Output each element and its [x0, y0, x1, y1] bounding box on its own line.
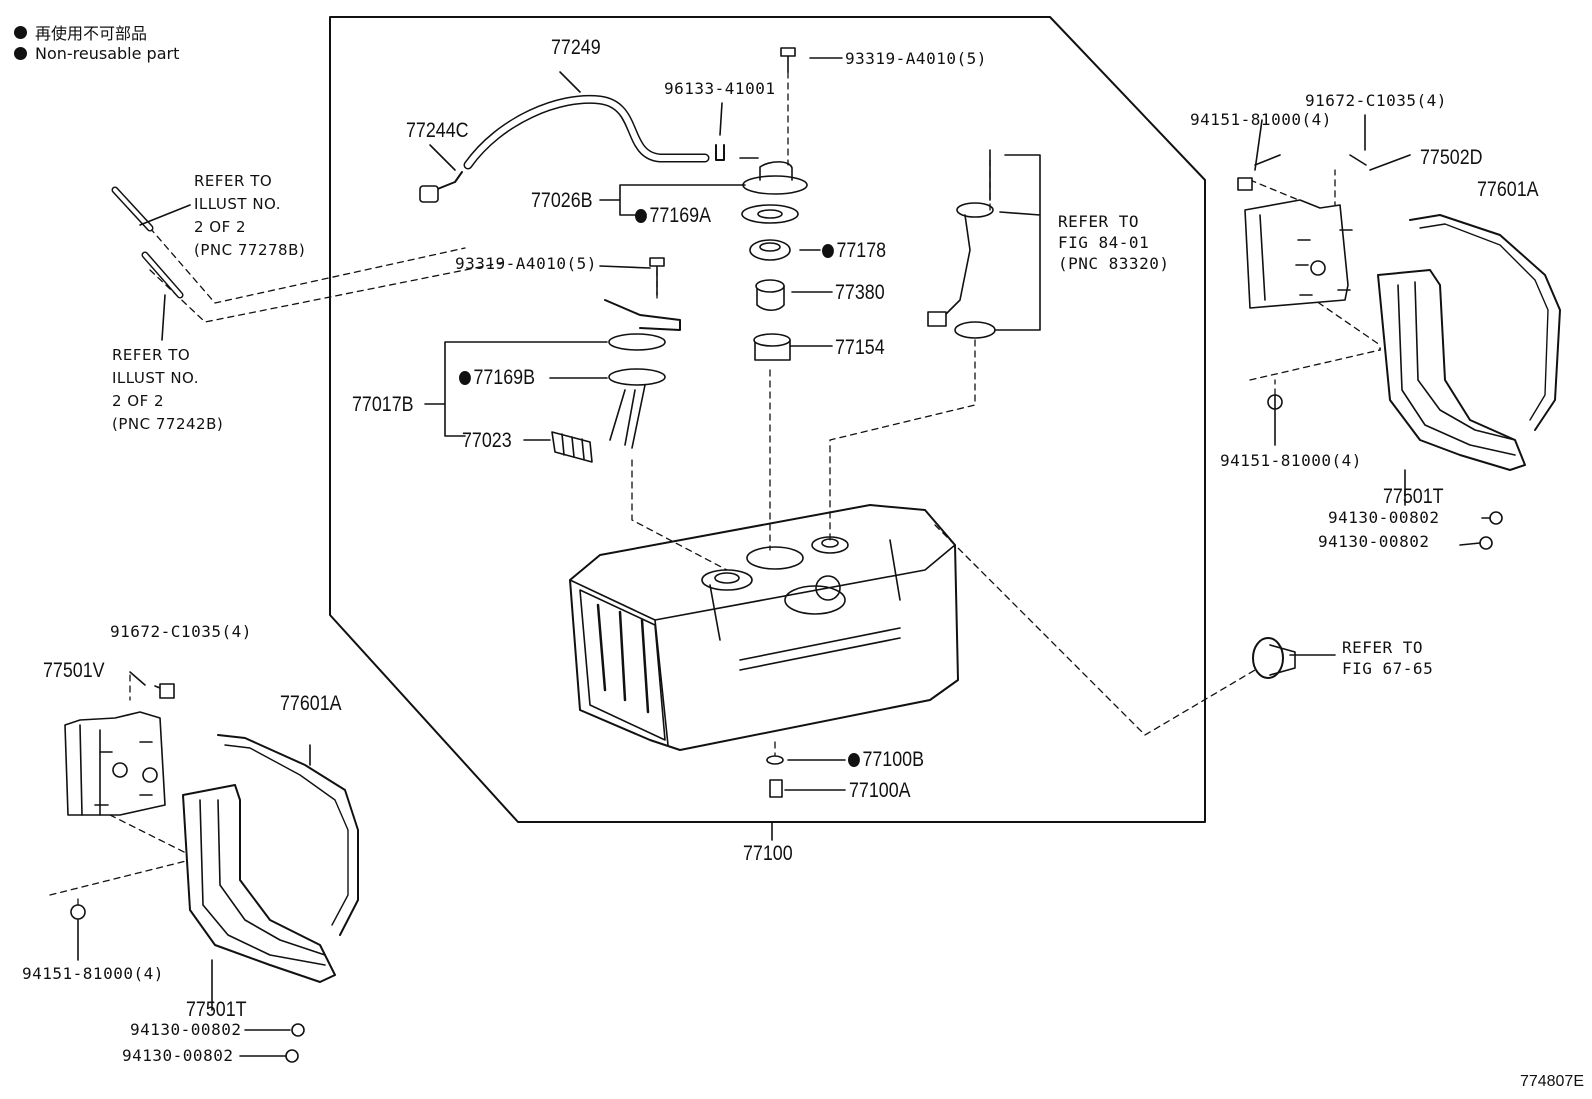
- part-label[interactable]: 94130-00802: [1318, 532, 1430, 551]
- reference-note: REFER TO ILLUST NO. 2 OF 2 (PNC 77278B): [194, 170, 305, 262]
- part-label[interactable]: 77023: [462, 429, 512, 452]
- part-number: 77178: [836, 239, 887, 262]
- part-label[interactable]: 77601A: [1477, 178, 1539, 201]
- strap-left: [217, 734, 359, 936]
- reference-line: 2 OF 2: [112, 392, 165, 410]
- part-label[interactable]: 94151-81000(4): [1220, 451, 1362, 470]
- assembly-outline: [329, 16, 1206, 823]
- support-right: [1377, 269, 1526, 471]
- part-label[interactable]: 77017B: [352, 393, 414, 416]
- reference-line: (PNC 77242B): [112, 415, 224, 433]
- support-left: [182, 784, 336, 983]
- reference-line: ILLUST NO.: [194, 195, 282, 213]
- bullet-icon: [14, 25, 27, 39]
- part-label[interactable]: 94130-00802: [122, 1046, 234, 1065]
- part-label[interactable]: 91672-C1035(4): [110, 622, 252, 641]
- part-label[interactable]: 77178: [822, 240, 886, 261]
- part-label[interactable]: 93319-A4010(5): [455, 254, 597, 273]
- part-label[interactable]: 77100B: [848, 749, 924, 770]
- part-label[interactable]: 77169A: [635, 205, 711, 226]
- reference-line: ILLUST NO.: [112, 369, 200, 387]
- part-label[interactable]: 94130-00802: [130, 1020, 242, 1039]
- legend-english: Non-reusable part: [14, 44, 179, 63]
- reference-line: 2 OF 2: [194, 218, 247, 236]
- legend-japanese-text: 再使用不可部品: [35, 24, 148, 43]
- part-label[interactable]: 77026B: [531, 189, 593, 212]
- part-label[interactable]: 96133-41001: [664, 79, 776, 98]
- reference-line: (PNC 77278B): [194, 241, 306, 259]
- reference-line: FIG 84-01: [1058, 233, 1150, 252]
- part-number: 77169A: [649, 204, 711, 227]
- part-label[interactable]: 94151-81000(4): [22, 964, 164, 983]
- part-label[interactable]: 91672-C1035(4): [1305, 91, 1447, 110]
- bracket-left: [64, 711, 166, 816]
- fuel-tank: [569, 504, 959, 751]
- part-label[interactable]: 77169B: [459, 367, 535, 388]
- bracket-right: [1244, 199, 1353, 309]
- figure-id: 774807E: [1519, 1073, 1584, 1090]
- part-label[interactable]: 93319-A4010(5): [845, 49, 987, 68]
- non-reusable-icon: [848, 753, 860, 767]
- part-label[interactable]: 94130-00802: [1328, 508, 1440, 527]
- reference-note: REFER TO FIG 84-01 (PNC 83320): [1058, 211, 1169, 274]
- part-number: 77169B: [473, 366, 535, 389]
- part-label[interactable]: 77502D: [1420, 146, 1483, 169]
- part-label[interactable]: 77154: [835, 336, 885, 359]
- reference-line: REFER TO: [1342, 638, 1424, 657]
- part-label[interactable]: 77601A: [280, 692, 342, 715]
- part-label[interactable]: 77501T: [186, 998, 247, 1021]
- part-label[interactable]: 94151-81000(4): [1190, 110, 1332, 129]
- part-label[interactable]: 77249: [551, 36, 601, 59]
- part-number: 77100B: [862, 748, 924, 771]
- part-label[interactable]: 77100: [743, 842, 793, 865]
- non-reusable-icon: [635, 209, 647, 223]
- part-label[interactable]: 77244C: [406, 119, 469, 142]
- reference-line: FIG 67-65: [1342, 659, 1434, 678]
- part-label[interactable]: 77501V: [43, 659, 105, 682]
- reference-note: REFER TO FIG 67-65: [1342, 637, 1433, 679]
- reference-note: REFER TO ILLUST NO. 2 OF 2 (PNC 77242B): [112, 344, 223, 436]
- part-label[interactable]: 77380: [835, 281, 885, 304]
- part-label[interactable]: 77501T: [1383, 485, 1444, 508]
- reference-line: REFER TO: [1058, 212, 1140, 231]
- legend-japanese: 再使用不可部品: [14, 20, 147, 44]
- strap-right: [1409, 214, 1561, 431]
- bullet-icon: [14, 47, 27, 60]
- non-reusable-icon: [459, 371, 471, 385]
- reference-line: (PNC 83320): [1058, 254, 1170, 273]
- legend-english-text: Non-reusable part: [35, 44, 180, 63]
- part-label[interactable]: 77100A: [849, 779, 911, 802]
- reference-line: REFER TO: [194, 172, 273, 190]
- non-reusable-icon: [822, 244, 834, 258]
- reference-line: REFER TO: [112, 346, 191, 364]
